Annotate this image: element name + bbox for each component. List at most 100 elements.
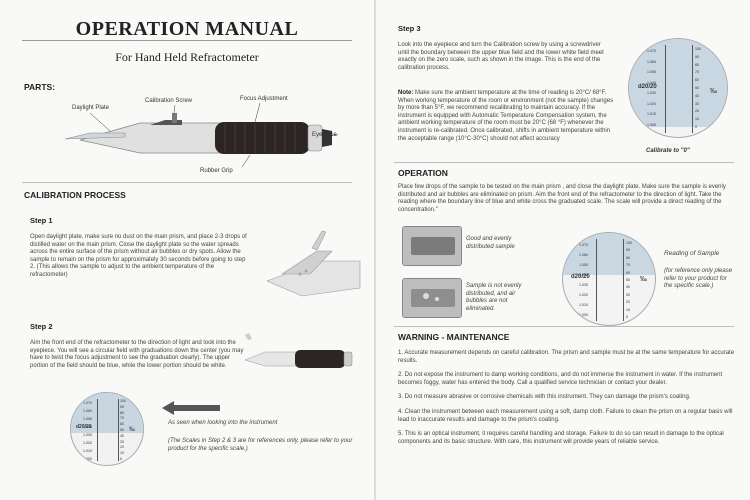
scale-tick-right: 90 bbox=[626, 248, 630, 253]
parts-heading: PARTS: bbox=[24, 82, 56, 92]
scale-tick-left: 1.060 bbox=[83, 409, 92, 413]
section-divider bbox=[22, 182, 352, 183]
scale-tick-right: 20 bbox=[695, 109, 699, 114]
rubber-grip-label: Rubber Grip bbox=[200, 168, 233, 174]
scale-tick-right: 30 bbox=[695, 101, 699, 106]
step2-heading: Step 2 bbox=[30, 322, 53, 331]
scale-tick-right: 80 bbox=[626, 255, 630, 260]
scale-tick-right: 60 bbox=[120, 422, 124, 427]
scale-tick-left: 1.000 bbox=[579, 313, 588, 317]
scale-tick-left: 1.000 bbox=[647, 123, 656, 127]
arrow-left-icon bbox=[162, 401, 220, 415]
arrow-caption: As seen when looking into the instrument bbox=[168, 420, 278, 426]
scale-tick-right: 20 bbox=[120, 445, 124, 450]
scale-tick-right: 80 bbox=[695, 62, 699, 67]
scale-tick-right: 40 bbox=[120, 433, 124, 438]
left-page: OPERATION MANUAL For Hand Held Refractom… bbox=[0, 0, 374, 500]
daylight-plate-label: Daylight Plate bbox=[72, 105, 110, 111]
right-divider-2 bbox=[394, 326, 734, 327]
scale-tick-right: 40 bbox=[695, 93, 699, 98]
calibration-screw-label: Calibration Screw bbox=[145, 98, 193, 104]
note-text: Make sure the ambient temperature at the… bbox=[398, 90, 614, 142]
manual-title: OPERATION MANUAL bbox=[75, 18, 299, 40]
right-divider-1 bbox=[394, 162, 734, 163]
step2-scale-unit: d20/20 bbox=[76, 424, 92, 430]
scale-tick-right: 80 bbox=[120, 410, 124, 415]
operation-text: Place few drops of the sample to be test… bbox=[398, 184, 726, 213]
good-sample-caption: Good and evenly distributed sample bbox=[466, 236, 515, 250]
scale-tick-left: 1.060 bbox=[647, 59, 656, 64]
warning-item: 5. This is an optical instrument, it req… bbox=[398, 431, 724, 445]
refractometer-illustration bbox=[64, 102, 338, 168]
scale-tick-right: 0 bbox=[120, 457, 122, 461]
reading-caption: Reading of Sample bbox=[664, 250, 720, 257]
warning-item: 1. Accurate measurement depends on caref… bbox=[398, 350, 735, 364]
scale-tick-left: 1.030 bbox=[579, 283, 588, 287]
scale-tick-right: 90 bbox=[120, 404, 124, 409]
scale-tick-right: 30 bbox=[626, 292, 630, 297]
operation-heading: OPERATION bbox=[398, 168, 448, 178]
reading-note: (for reference only please refer to your… bbox=[664, 268, 733, 290]
step1-prism-illustration bbox=[266, 230, 361, 297]
scale-tick-left: 1.050 bbox=[579, 263, 588, 267]
warning-heading: WARNING - MAINTENANCE bbox=[398, 332, 510, 342]
scale-tick-right: 70 bbox=[120, 416, 124, 421]
scale-tick-left: 1.070 bbox=[83, 401, 92, 405]
scale-tick-right: 20 bbox=[626, 300, 630, 305]
scale-tick-right: 100 bbox=[695, 47, 701, 51]
scale-tick-left: 1.060 bbox=[579, 253, 588, 257]
eyepiece-label: Eyepiece bbox=[312, 132, 337, 138]
scale-tick-left: 1.030 bbox=[83, 433, 92, 437]
reading-scale-view: 1.070 1.060 1.050 1.040 1.030 1.020 1.010 1.000… bbox=[562, 232, 656, 326]
step1-text: Open daylight plate, make sure no dust o… bbox=[30, 234, 247, 278]
scale-tick-right: 10 bbox=[626, 307, 630, 312]
step3-text: Look into the eyepiece and turn the Cali… bbox=[398, 42, 604, 71]
step3-note: Note: Make sure the ambient temperature … bbox=[398, 90, 616, 143]
scale-tick-right: 0 bbox=[695, 125, 697, 129]
scale-tick-left: 1.050 bbox=[647, 70, 656, 75]
scale-tick-right: 40 bbox=[626, 285, 630, 290]
step3-scale-view: 1.070 1.060 1.050 1.040 1.030 1.020 1.010 1.000… bbox=[628, 38, 728, 138]
scale-tick-left: 1.040 bbox=[83, 425, 92, 429]
step2-note: (The Scales in Step 2 & 3 are for refere… bbox=[168, 438, 353, 452]
scale-tick-right: 60 bbox=[626, 270, 630, 275]
scale-tick-left: 1.040 bbox=[579, 273, 588, 277]
scale-tick-left: 1.050 bbox=[83, 417, 92, 421]
scale-tick-right: 70 bbox=[695, 70, 699, 75]
step3-scale-unit-right: ‰ bbox=[710, 88, 717, 95]
step2-text: Aim the front end of the refractometer t… bbox=[30, 340, 244, 369]
reading-scale-unit: d20/20 bbox=[571, 274, 590, 280]
scale-tick-right: 50 bbox=[695, 86, 699, 90]
scale-tick-right: 10 bbox=[695, 117, 699, 122]
scale-tick-left: 1.010 bbox=[647, 112, 656, 117]
warning-item: 4. Clean the instrument between each mea… bbox=[398, 408, 733, 423]
title-divider bbox=[22, 40, 352, 41]
bad-sample-caption: Sample is not evenly distributed, and ai… bbox=[466, 283, 522, 312]
manual-subtitle: For Hand Held Refractometer bbox=[115, 50, 259, 64]
bad-sample-photo bbox=[402, 278, 462, 318]
step2-aiming-illustration bbox=[244, 333, 353, 368]
scale-tick-left: 1.030 bbox=[647, 91, 656, 96]
scale-tick-left: 1.070 bbox=[647, 49, 656, 53]
scale-tick-right: 60 bbox=[695, 78, 699, 83]
warning-item: 2. Do not expose the instrument to damp … bbox=[398, 372, 723, 386]
warning-list: 1. Accurate measurement depends on caref… bbox=[398, 350, 738, 453]
scale-tick-right: 100 bbox=[626, 241, 632, 245]
step3-heading: Step 3 bbox=[398, 24, 421, 33]
scale-tick-right: 100 bbox=[120, 399, 126, 403]
calibration-heading: CALIBRATION PROCESS bbox=[24, 190, 126, 200]
scale-tick-left: 1.000 bbox=[83, 457, 92, 461]
step3-scale-unit: d20/20 bbox=[638, 84, 657, 90]
scale-tick-left: 1.020 bbox=[647, 101, 656, 106]
scale-tick-left: 1.020 bbox=[579, 293, 588, 297]
scale-tick-left: 1.010 bbox=[579, 303, 588, 307]
scale-tick-right: 70 bbox=[626, 263, 630, 268]
scale-tick-right: 30 bbox=[120, 439, 124, 444]
scale-tick-left: 1.070 bbox=[579, 243, 588, 247]
focus-adjustment-label: Focus Adjustment bbox=[240, 96, 288, 102]
good-sample-photo bbox=[402, 226, 462, 266]
note-label: Note: bbox=[398, 90, 414, 96]
reading-scale-unit-right: ‰ bbox=[640, 276, 647, 283]
scale-tick-left: 1.040 bbox=[647, 80, 656, 85]
